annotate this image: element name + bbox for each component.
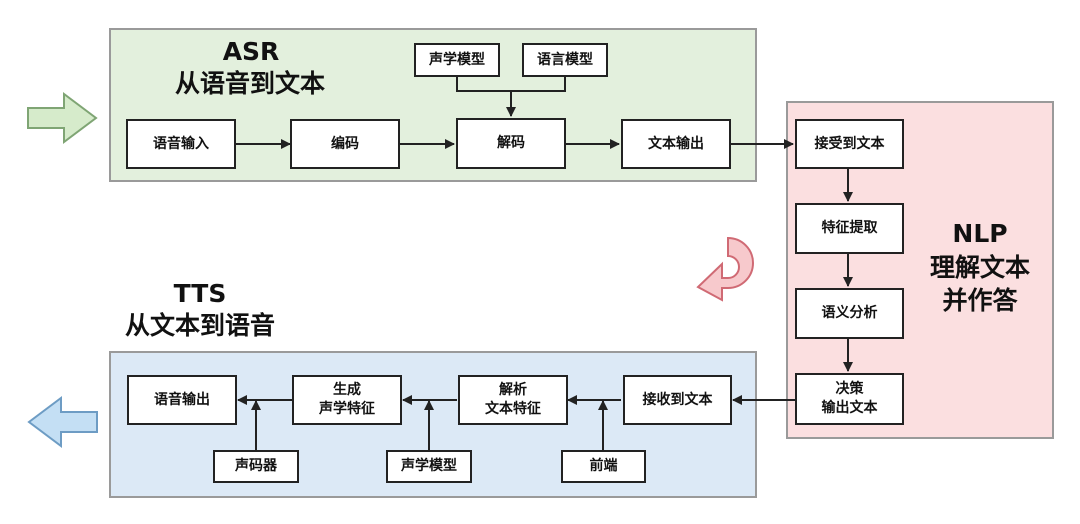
tts-title: TTS <box>173 279 227 308</box>
generate-acoustic-features-box: 生成 声学特征 <box>292 375 402 425</box>
speech-input-box: 语音输入 <box>126 119 236 169</box>
asr-subtitle: 从语音到文本 <box>174 69 325 98</box>
nlp-line1: 理解文本 <box>929 253 1030 282</box>
tts-subtitle: 从文本到语音 <box>124 311 275 340</box>
vocoder-box: 声码器 <box>213 450 299 483</box>
text-output-box: 文本输出 <box>621 119 731 169</box>
input-arrow <box>27 92 98 144</box>
acoustic-model-box: 声学模型 <box>414 43 500 77</box>
nlp-title: NLP <box>952 219 1008 248</box>
nlp-receive-text-box: 接受到文本 <box>795 119 904 169</box>
speech-output-box: 语音输出 <box>127 375 237 425</box>
tts-acoustic-model-box: 声学模型 <box>386 450 472 483</box>
frontend-box: 前端 <box>561 450 646 483</box>
semantic-analysis-box: 语义分析 <box>795 288 904 339</box>
parse-text-features-box: 解析 文本特征 <box>458 375 568 425</box>
models-to-decode-connector <box>456 76 566 116</box>
nlp-line2: 并作答 <box>942 286 1018 315</box>
language-model-box: 语言模型 <box>522 43 608 77</box>
tts-receive-text-box: 接收到文本 <box>623 375 732 425</box>
feature-extract-box: 特征提取 <box>795 203 904 254</box>
output-arrow <box>27 396 98 448</box>
decode-box: 解码 <box>456 118 566 169</box>
encode-box: 编码 <box>290 119 400 169</box>
asr-title: ASR <box>222 37 280 66</box>
decision-output-box: 决策 输出文本 <box>795 373 904 425</box>
return-arrow <box>696 236 754 302</box>
